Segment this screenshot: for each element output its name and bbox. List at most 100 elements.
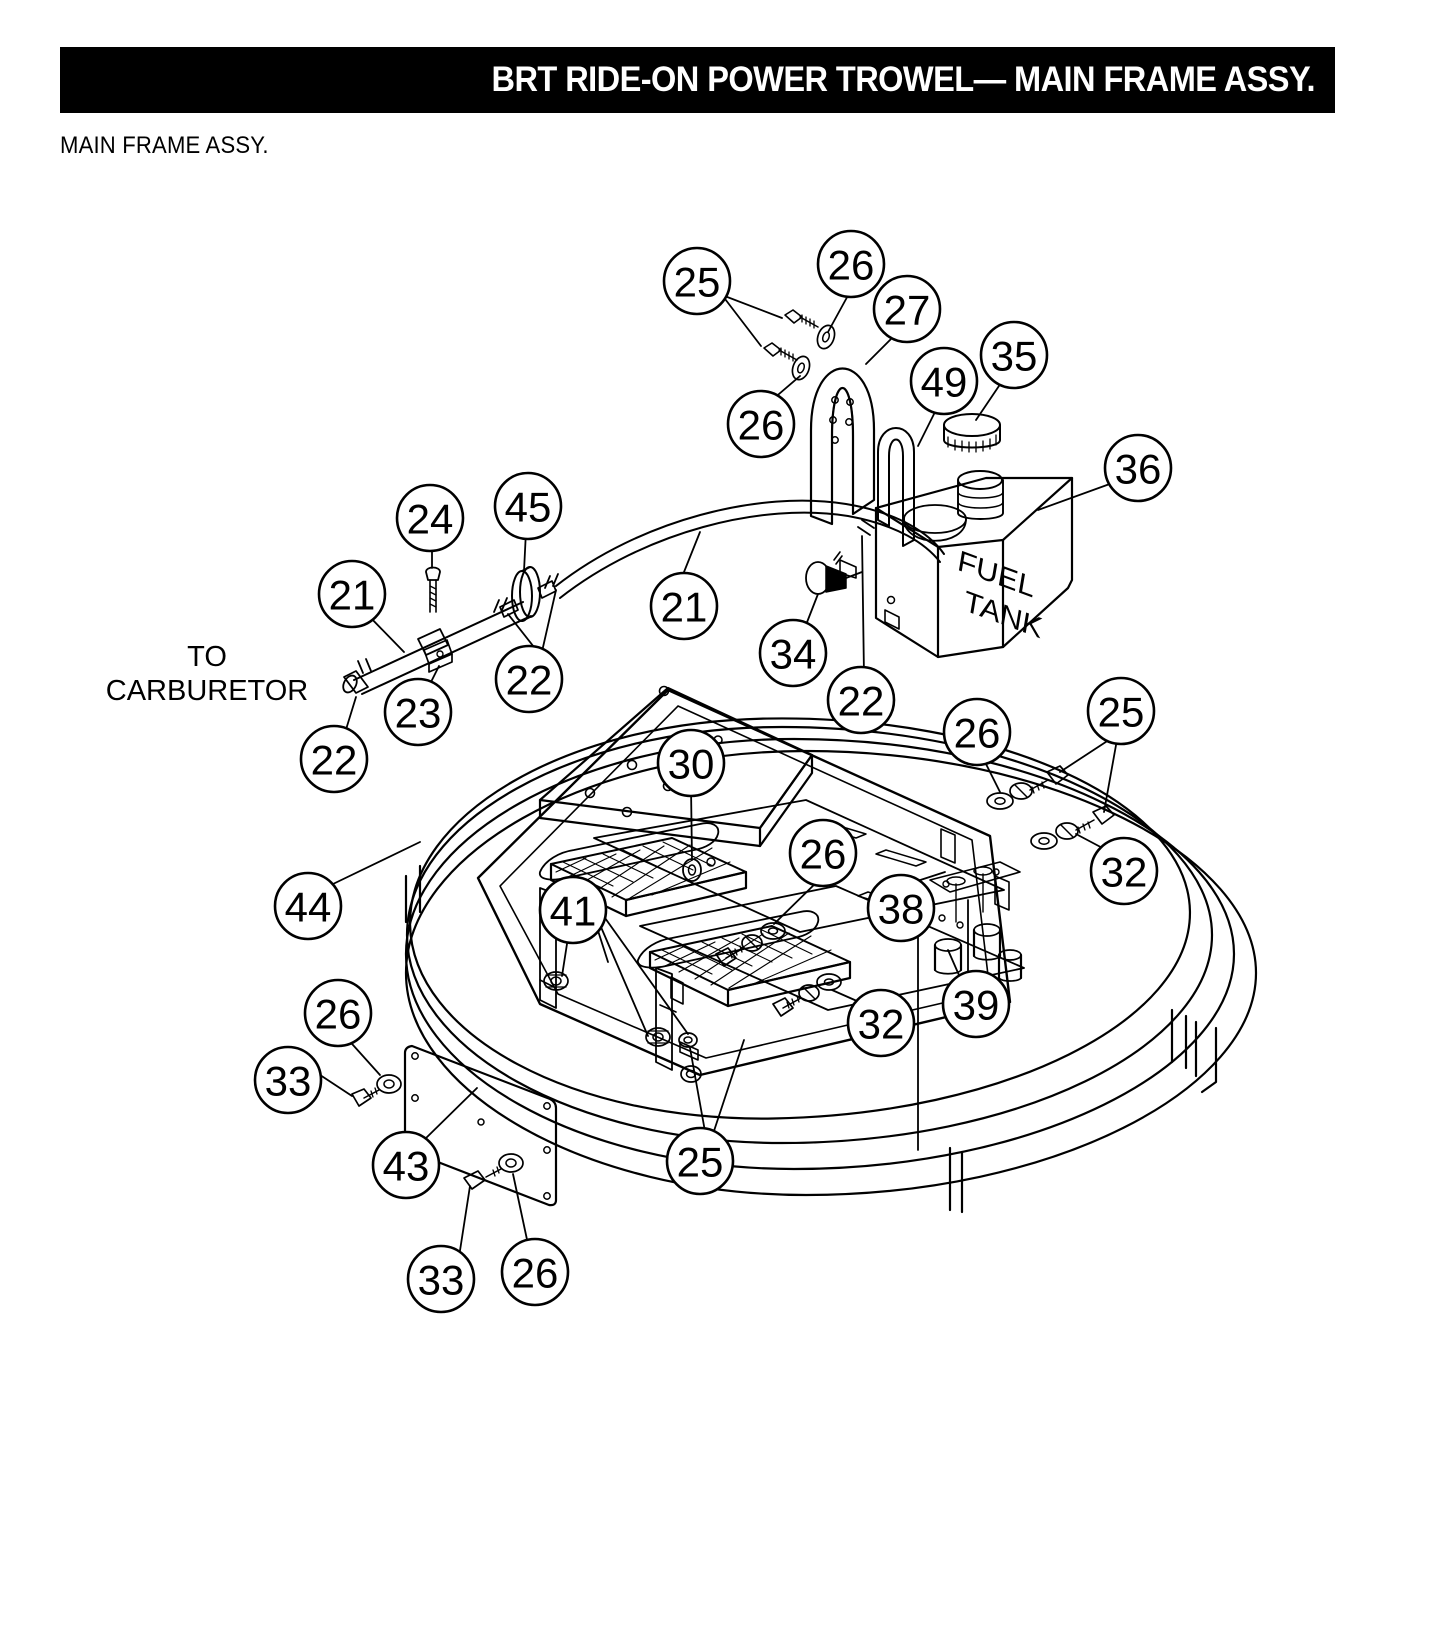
carburetor-note-line1: TO <box>187 641 227 673</box>
callout-32a[interactable]: 32 <box>1089 836 1159 906</box>
washer-right-2 <box>1030 832 1058 850</box>
callout-label: 22 <box>506 657 553 704</box>
lockwasher-right-1 <box>1009 782 1033 800</box>
bolt-cover-upper <box>351 1087 380 1107</box>
callout-label: 26 <box>800 831 847 878</box>
fuel-cap-part <box>943 413 1001 453</box>
bolt-upper-1 <box>784 309 819 329</box>
fuel-tank-part: FUEL TANK <box>874 413 1074 659</box>
foot-grate-left <box>549 837 748 918</box>
callout-25b[interactable]: 25 <box>1086 676 1156 746</box>
lockwasher-right-2 <box>1055 822 1079 840</box>
callout-label: 32 <box>858 1001 905 1048</box>
callout-36[interactable]: 36 <box>1103 433 1173 503</box>
callout-26e[interactable]: 26 <box>303 978 373 1048</box>
callout-label: 34 <box>770 631 817 678</box>
callout-26f[interactable]: 26 <box>500 1237 570 1307</box>
bolt-right-1 <box>1029 765 1069 794</box>
subtitle: MAIN FRAME ASSY. <box>60 132 269 159</box>
callout-label: 35 <box>991 333 1038 380</box>
isolator-mounts <box>933 923 1023 982</box>
callout-21b[interactable]: 21 <box>649 571 719 641</box>
callout-22b[interactable]: 22 <box>299 724 369 794</box>
callout-label: 26 <box>954 710 1001 757</box>
callout-26c[interactable]: 26 <box>942 697 1012 767</box>
callout-label: 38 <box>878 886 925 933</box>
carburetor-note: TO CARBURETOR <box>106 641 309 707</box>
bolt-upper-2 <box>763 342 798 362</box>
callout-label: 25 <box>674 259 721 306</box>
main-frame-deck-part <box>476 685 1025 1151</box>
callout-26b[interactable]: 26 <box>726 389 796 459</box>
callout-label: 43 <box>383 1143 430 1190</box>
callout-label: 49 <box>921 359 968 406</box>
callout-label: 25 <box>1098 689 1145 736</box>
callout-label: 41 <box>550 888 597 935</box>
callout-label: 24 <box>407 496 454 543</box>
callout-38[interactable]: 38 <box>866 873 936 943</box>
callout-label: 25 <box>677 1139 724 1186</box>
deck-boss-30 <box>682 857 716 882</box>
callout-33a[interactable]: 33 <box>253 1045 323 1115</box>
callout-22a[interactable]: 22 <box>494 644 564 714</box>
callout-26d[interactable]: 26 <box>788 818 858 888</box>
callout-34[interactable]: 34 <box>758 618 828 688</box>
callout-label: 36 <box>1115 446 1162 493</box>
washer-mid-2 <box>816 973 842 991</box>
fuel-valve-part <box>805 551 863 595</box>
foot-grate-right <box>648 925 852 1008</box>
callout-49[interactable]: 49 <box>909 346 979 416</box>
washer-cover-lower <box>498 1153 524 1173</box>
callout-41[interactable]: 41 <box>538 875 608 945</box>
callout-label: 23 <box>395 690 442 737</box>
callout-label: 45 <box>505 484 552 531</box>
callout-label: 22 <box>838 678 885 725</box>
callout-label: 44 <box>285 884 332 931</box>
callout-33b[interactable]: 33 <box>406 1244 476 1314</box>
callout-39[interactable]: 39 <box>941 969 1011 1039</box>
callout-43[interactable]: 43 <box>371 1130 441 1200</box>
handle-bracket-part <box>809 367 915 547</box>
callout-label: 27 <box>884 287 931 334</box>
callout-label: 26 <box>315 991 362 1038</box>
callout-25c[interactable]: 25 <box>665 1126 735 1196</box>
callout-45[interactable]: 45 <box>493 471 563 541</box>
callout-label: 26 <box>738 402 785 449</box>
bolt-mid-1 <box>715 945 745 967</box>
washer-right-1 <box>986 792 1014 810</box>
fastener-hardware <box>351 309 1115 1190</box>
carburetor-note-line2: CARBURETOR <box>106 675 309 707</box>
callout-27[interactable]: 27 <box>872 274 942 344</box>
title-bar: BRT RIDE-ON POWER TROWEL— MAIN FRAME ASS… <box>60 47 1335 113</box>
callout-32b[interactable]: 32 <box>846 988 916 1058</box>
guard-ring-part <box>404 717 1258 1214</box>
bolt-mid-2 <box>772 995 802 1017</box>
fuel-line-assembly-part <box>342 499 945 695</box>
callout-label: 26 <box>828 242 875 289</box>
callout-25[interactable]: 25 <box>662 246 732 316</box>
callout-35[interactable]: 35 <box>979 320 1049 390</box>
callout-30[interactable]: 30 <box>656 728 726 798</box>
callout-label: 21 <box>661 584 708 631</box>
callout-label: 21 <box>329 572 376 619</box>
callout-22c[interactable]: 22 <box>826 665 896 735</box>
bolt-right-2 <box>1075 805 1115 834</box>
callout-21a[interactable]: 21 <box>317 559 387 629</box>
callout-bubbles: 25 26 27 26 49 35 36 24 45 21 21 22 23 2… <box>253 229 1173 1314</box>
bolt-cover-lower <box>463 1166 502 1190</box>
callout-label: 26 <box>512 1250 559 1297</box>
callout-24[interactable]: 24 <box>395 483 465 553</box>
callout-23[interactable]: 23 <box>383 677 453 747</box>
washer-cover-upper <box>376 1074 402 1094</box>
washer-mid-1 <box>760 922 786 940</box>
callout-label: 22 <box>311 737 358 784</box>
callout-label: 33 <box>265 1058 312 1105</box>
callout-26[interactable]: 26 <box>816 229 886 299</box>
callout-label: 39 <box>953 982 1000 1029</box>
callout-label: 33 <box>418 1257 465 1304</box>
callout-44[interactable]: 44 <box>273 871 343 941</box>
lockwasher-mid-1 <box>741 934 763 952</box>
callout-label: 32 <box>1101 849 1148 896</box>
flange-nut-2 <box>645 1027 671 1047</box>
